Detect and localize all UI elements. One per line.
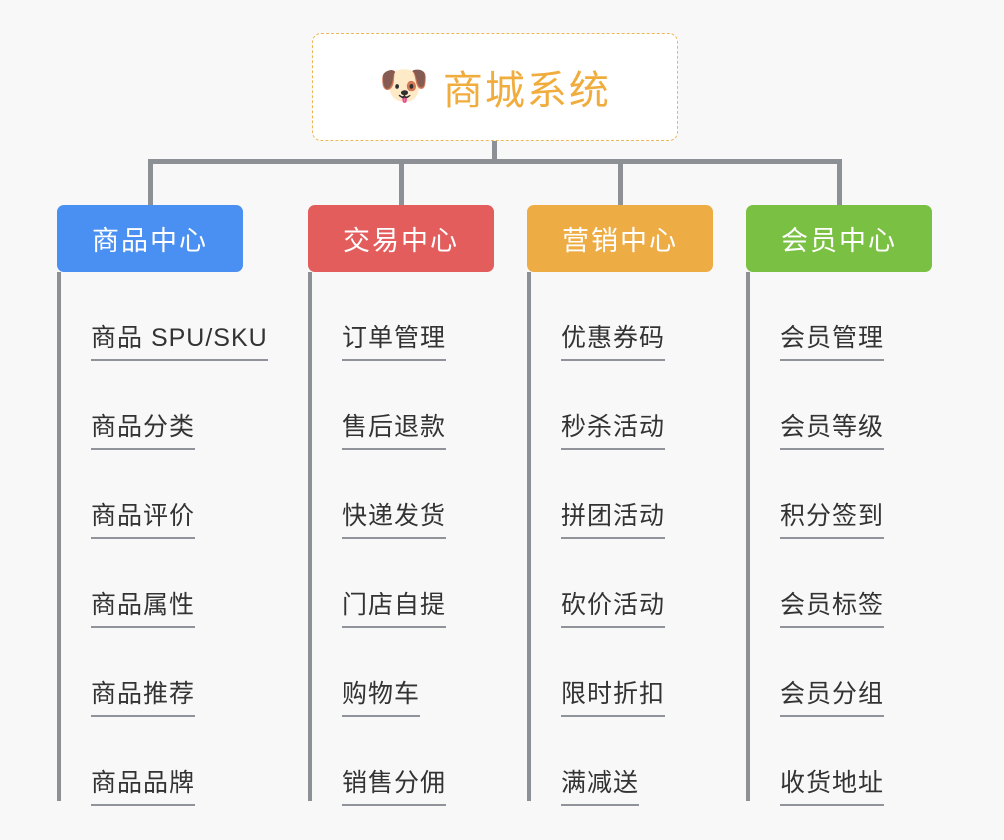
root-node-label: 商城系统 xyxy=(442,69,611,113)
list-item[interactable]: 会员标签 xyxy=(746,539,932,628)
connector-spine-member-center xyxy=(746,272,750,801)
list-item[interactable]: 秒杀活动 xyxy=(527,361,713,450)
list-item-label: 会员分组 xyxy=(780,679,885,717)
list-item-label: 秒杀活动 xyxy=(561,412,666,450)
category-header-product-center[interactable]: 商品中心 xyxy=(57,205,243,272)
column-trade-center: 交易中心订单管理售后退款快递发货门店自提购物车销售分佣 xyxy=(308,205,494,806)
list-item-label: 拼团活动 xyxy=(561,501,666,539)
list-item-label: 收货地址 xyxy=(780,768,885,806)
list-item[interactable]: 拼团活动 xyxy=(527,450,713,539)
list-item[interactable]: 满减送 xyxy=(527,717,713,806)
column-body-product-center: 商品 SPU/SKU 商品分类商品评价商品属性商品推荐商品品牌 xyxy=(57,272,268,806)
list-item-label: 商品属性 xyxy=(91,590,196,628)
list-item-label: 订单管理 xyxy=(342,323,447,361)
list-item-label: 销售分佣 xyxy=(342,768,447,806)
list-item[interactable]: 积分签到 xyxy=(746,450,932,539)
list-item-label: 门店自提 xyxy=(342,590,447,628)
column-body-trade-center: 订单管理售后退款快递发货门店自提购物车销售分佣 xyxy=(308,272,494,806)
list-item[interactable]: 收货地址 xyxy=(746,717,932,806)
list-item-label: 满减送 xyxy=(561,768,640,806)
category-header-trade-center[interactable]: 交易中心 xyxy=(308,205,494,272)
column-body-marketing-center: 优惠券码秒杀活动拼团活动砍价活动限时折扣满减送 xyxy=(527,272,713,806)
list-item[interactable]: 限时折扣 xyxy=(527,628,713,717)
connector-horizontal-bus xyxy=(148,159,840,164)
list-item[interactable]: 订单管理 xyxy=(308,272,494,361)
connector-drop-marketing-center xyxy=(618,159,623,207)
list-item[interactable]: 销售分佣 xyxy=(308,717,494,806)
list-item[interactable]: 商品品牌 xyxy=(57,717,243,806)
list-item-label: 砍价活动 xyxy=(561,590,666,628)
connector-drop-trade-center xyxy=(399,159,404,207)
column-marketing-center: 营销中心优惠券码秒杀活动拼团活动砍价活动限时折扣满减送 xyxy=(527,205,713,806)
connector-root-stem xyxy=(492,141,497,163)
connector-spine-trade-center xyxy=(308,272,312,801)
list-item[interactable]: 商品评价 xyxy=(57,450,243,539)
list-item-label: 限时折扣 xyxy=(561,679,666,717)
list-item[interactable]: 商品分类 xyxy=(57,361,243,450)
list-item-label: 售后退款 xyxy=(342,412,447,450)
list-item-label: 会员等级 xyxy=(780,412,885,450)
connector-drop-product-center xyxy=(148,159,153,207)
list-item[interactable]: 砍价活动 xyxy=(527,539,713,628)
connector-spine-marketing-center xyxy=(527,272,531,801)
list-item[interactable]: 快递发货 xyxy=(308,450,494,539)
column-product-center: 商品中心商品 SPU/SKU 商品分类商品评价商品属性商品推荐商品品牌 xyxy=(57,205,268,806)
column-member-center: 会员中心会员管理会员等级积分签到会员标签会员分组收货地址 xyxy=(746,205,932,806)
list-item-label: 积分签到 xyxy=(780,501,885,539)
connector-spine-product-center xyxy=(57,272,61,801)
connector-drop-member-center xyxy=(837,159,842,207)
list-item[interactable]: 会员分组 xyxy=(746,628,932,717)
list-item-label: 快递发货 xyxy=(342,501,447,539)
list-item-label: 会员管理 xyxy=(780,323,885,361)
list-item-label: 商品品牌 xyxy=(91,768,196,806)
list-item-label: 商品分类 xyxy=(91,412,196,450)
list-item[interactable]: 商品推荐 xyxy=(57,628,243,717)
shiba-dog-face-icon: 🐶 xyxy=(379,64,429,108)
list-item-label: 商品 SPU/SKU xyxy=(91,323,268,361)
list-item-label: 优惠券码 xyxy=(561,323,666,361)
list-item[interactable]: 售后退款 xyxy=(308,361,494,450)
list-item-label: 商品评价 xyxy=(91,501,196,539)
list-item[interactable]: 门店自提 xyxy=(308,539,494,628)
list-item[interactable]: 优惠券码 xyxy=(527,272,713,361)
root-node-shop-system[interactable]: 🐶 商城系统 xyxy=(312,33,678,141)
list-item-label: 商品推荐 xyxy=(91,679,196,717)
list-item[interactable]: 会员等级 xyxy=(746,361,932,450)
column-body-member-center: 会员管理会员等级积分签到会员标签会员分组收货地址 xyxy=(746,272,932,806)
category-header-marketing-center[interactable]: 营销中心 xyxy=(527,205,713,272)
list-item[interactable]: 商品 SPU/SKU xyxy=(57,272,268,361)
category-header-member-center[interactable]: 会员中心 xyxy=(746,205,932,272)
list-item-label: 会员标签 xyxy=(780,590,885,628)
list-item[interactable]: 购物车 xyxy=(308,628,494,717)
list-item[interactable]: 会员管理 xyxy=(746,272,932,361)
list-item-label: 购物车 xyxy=(342,679,421,717)
list-item[interactable]: 商品属性 xyxy=(57,539,243,628)
